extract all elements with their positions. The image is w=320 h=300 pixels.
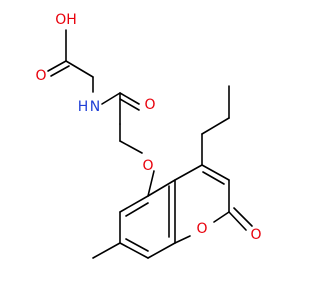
ether-o-label: O [142, 158, 153, 174]
bond-c1-c2 [65, 60, 94, 78]
bond-c8-c7 [119, 242, 149, 259]
ring-o-label: O [196, 221, 207, 237]
bond-c4-c3-inner [202, 171, 225, 185]
bond-c7-methyl [92, 242, 121, 259]
amide-carbonyl-o-label: O [144, 97, 155, 113]
bond-c2-ring-o [213, 211, 230, 223]
acid-oh-label: OH [55, 12, 77, 28]
molecule-diagram: OH O H N O O O O [35, 12, 262, 259]
bond-c8a-c8 [147, 242, 176, 259]
acid-carbonyl-o-label: O [35, 68, 46, 84]
bond-c3-o-double-a [119, 92, 140, 105]
bond-c6-c5 [119, 195, 149, 213]
bond-c4-c3 [201, 164, 230, 181]
bond-c2-o-double-a [228, 211, 247, 231]
bond-propyl-1-2 [201, 117, 230, 135]
bond-ring-o-c8a [174, 235, 191, 244]
bond-c1-o-double-b [50, 65, 70, 77]
bond-c6-c5-inner [125, 202, 149, 217]
bond-c8-c7-inner [125, 238, 149, 252]
bond-n-c3 [101, 92, 121, 105]
structure-svg: OH O H N O O O O [35, 12, 262, 259]
bond-o-ether-c5 [147, 170, 155, 197]
bond-c3-o-double-b [119, 98, 140, 111]
bond-c4a-c4 [174, 164, 203, 181]
bond-c1-o-double-a [47, 60, 67, 72]
bond-c5-c4a [147, 179, 176, 197]
lactone-o-label: O [250, 227, 261, 243]
bond-ch2-o-ether [119, 140, 143, 154]
amide-n-label: N [90, 99, 100, 115]
amide-h-label: H [78, 99, 89, 115]
bond-c2-o-double-b [233, 207, 253, 227]
